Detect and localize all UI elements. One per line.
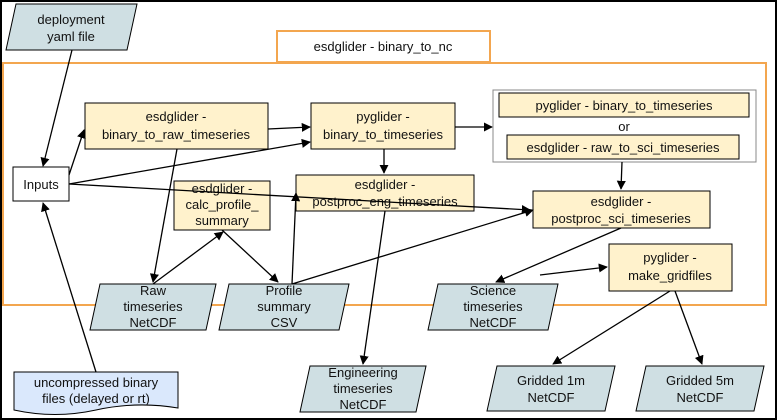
svg-text:esdglider - raw_to_sci_timeser: esdglider - raw_to_sci_timeseries [527, 140, 720, 155]
svg-text:esdglider -: esdglider - [591, 194, 652, 209]
postproc-sci-timeseries-node: esdglider - postproc_sci_timeseries [532, 190, 711, 229]
svg-text:yaml file: yaml file [47, 29, 95, 44]
svg-text:NetCDF: NetCDF [470, 315, 517, 330]
svg-text:timeseries: timeseries [463, 299, 523, 314]
svg-text:Gridded 1m: Gridded 1m [517, 373, 585, 388]
svg-text:NetCDF: NetCDF [340, 397, 387, 412]
science-timeseries-netcdf-node: Science timeseries NetCDF [427, 283, 559, 331]
svg-text:CSV: CSV [271, 315, 298, 330]
svg-text:timeseries: timeseries [333, 381, 393, 396]
edge-calc-to-profile [221, 229, 279, 283]
svg-text:Gridded 5m: Gridded 5m [666, 373, 734, 388]
edge-raw-netcdf-to-calc [152, 231, 224, 285]
container-title-box [276, 30, 491, 63]
binary-to-raw-timeseries-node: esdglider - binary_to_raw_timeseries [84, 102, 269, 150]
edge-gridfiles-to-5m [674, 290, 704, 365]
edge-postproc-eng-to-engineering [359, 210, 386, 365]
svg-text:summary: summary [257, 299, 311, 314]
edge-inputs-to-pyglider [68, 138, 311, 185]
svg-text:binary_to_raw_timeseries: binary_to_raw_timeseries [102, 127, 251, 142]
make-gridfiles-node: pyglider - make_gridfiles [608, 243, 733, 292]
svg-text:deployment: deployment [37, 12, 105, 27]
svg-text:files (delayed or rt): files (delayed or rt) [42, 391, 150, 406]
svg-text:timeseries: timeseries [123, 299, 183, 314]
profile-summary-csv-node: Profile summary CSV [218, 283, 350, 331]
binary-files-node: uncompressed binary files (delayed or rt… [13, 371, 179, 415]
alternative-group: pyglider - binary_to_timeseries or esdgl… [492, 89, 757, 163]
svg-text:NetCDF: NetCDF [130, 315, 177, 330]
edges [40, 49, 704, 373]
svg-text:postproc_sci_timeseries: postproc_sci_timeseries [551, 211, 691, 226]
gridded-1m-netcdf-node: Gridded 1m NetCDF [486, 365, 616, 412]
svg-text:make_gridfiles: make_gridfiles [628, 268, 712, 283]
svg-text:pyglider - binary_to_timeserie: pyglider - binary_to_timeseries [535, 98, 713, 113]
edge-profile-to-postproc-sci [291, 208, 534, 285]
edge-alt-to-postproc-sci [616, 161, 626, 190]
raw-timeseries-netcdf-node: Raw timeseries NetCDF [89, 283, 217, 331]
pyglider-binary-to-timeseries-node: pyglider - binary_to_timeseries [310, 102, 456, 150]
svg-text:Raw: Raw [140, 283, 167, 298]
engineering-timeseries-netcdf-node: Engineering timeseries NetCDF [299, 365, 427, 413]
svg-text:Science: Science [470, 283, 516, 298]
svg-text:Inputs: Inputs [23, 177, 59, 192]
svg-text:esdglider -: esdglider - [355, 177, 416, 192]
deployment-yaml-node: deployment yaml file [5, 3, 138, 51]
svg-text:pyglider -: pyglider - [643, 250, 696, 265]
inputs-node: Inputs [12, 166, 70, 202]
container-title: esdglider - binary_to_nc [314, 39, 453, 54]
edge-science-to-make-gridfiles [539, 263, 608, 276]
edge-gridfiles-to-1m [552, 290, 671, 365]
edge-profile-to-postproc-eng [291, 192, 301, 285]
edge-raw-to-raw-netcdf [149, 148, 178, 283]
gridded-5m-netcdf-node: Gridded 5m NetCDF [635, 365, 765, 412]
svg-text:esdglider -: esdglider - [146, 109, 207, 124]
svg-text:uncompressed binary: uncompressed binary [34, 375, 159, 390]
svg-text:NetCDF: NetCDF [528, 390, 575, 405]
calc-profile-summary-node: esdglider - calc_profile_ summary [173, 180, 271, 231]
svg-text:binary_to_timeseries: binary_to_timeseries [323, 127, 443, 142]
edge-yaml-to-inputs [40, 49, 73, 167]
svg-text:NetCDF: NetCDF [677, 390, 724, 405]
edge-raw-to-pyglider [267, 122, 311, 132]
svg-text:or: or [618, 119, 630, 134]
svg-text:calc_profile_: calc_profile_ [186, 197, 260, 212]
svg-text:Engineering: Engineering [328, 365, 397, 380]
svg-text:Profile: Profile [266, 283, 303, 298]
edge-postproc-sci-to-science [495, 227, 622, 283]
edge-binary-to-inputs [41, 202, 97, 373]
edge-inputs-to-raw [68, 129, 86, 176]
svg-text:summary: summary [195, 213, 249, 228]
svg-text:pyglider -: pyglider - [356, 109, 409, 124]
